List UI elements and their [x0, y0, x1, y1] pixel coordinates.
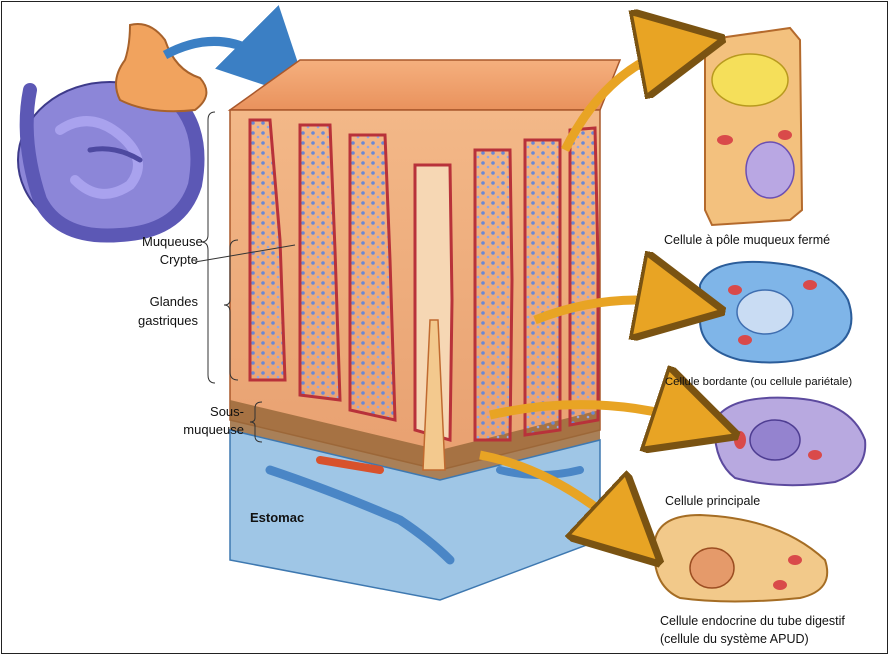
label-cell-parietal: Cellule bordante (ou cellule pariétale) — [665, 376, 852, 388]
cell-mucous-illustration — [705, 28, 802, 225]
label-glandes-line2: gastriques — [130, 313, 198, 328]
label-sous-line2: muqueuse — [170, 422, 244, 437]
label-cell-principal: Cellule principale — [665, 494, 760, 508]
cell-endocrine-illustration — [654, 515, 827, 602]
stomach-illustration — [116, 24, 206, 111]
cell-parietal-illustration — [700, 262, 851, 363]
cell-principal-illustration — [715, 398, 866, 486]
label-crypte: Crypte — [150, 252, 198, 267]
label-cell-mucous: Cellule à pôle muqueux fermé — [664, 233, 830, 247]
label-glandes-line1: Glandes — [140, 294, 198, 309]
label-estomac: Estomac — [250, 510, 304, 525]
label-muqueuse: Muqueuse — [142, 234, 198, 249]
label-sous-line1: Sous- — [200, 404, 244, 419]
label-cell-endocrine-line1: Cellule endocrine du tube digestif — [660, 614, 845, 628]
label-cell-endocrine-line2: (cellule du système APUD) — [660, 632, 809, 646]
